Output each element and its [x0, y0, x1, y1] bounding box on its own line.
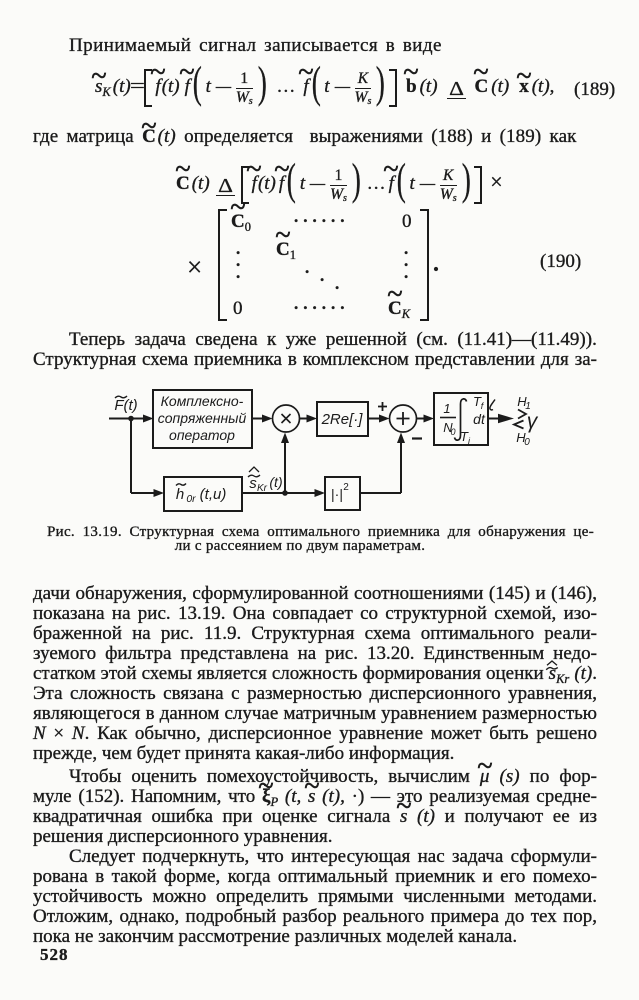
svg-text:1: 1: [525, 401, 531, 412]
svg-text:N: N: [443, 420, 453, 435]
svg-text:γ: γ: [527, 410, 539, 433]
svg-text:h: h: [176, 486, 184, 503]
svg-text:2Re[·]: 2Re[·]: [321, 411, 364, 428]
svg-text:s: s: [249, 475, 257, 492]
svg-text:T: T: [473, 394, 482, 409]
svg-text:f: f: [481, 401, 485, 411]
svg-text:(t,u): (t,u): [200, 486, 227, 503]
svg-text:сопряженный: сопряженный: [158, 410, 247, 426]
svg-text:i: i: [468, 436, 471, 446]
svg-text:оператор: оператор: [169, 427, 235, 443]
svg-text:H: H: [517, 394, 527, 409]
svg-text:Kr: Kr: [257, 483, 268, 494]
svg-text:2: 2: [343, 482, 349, 493]
svg-text:(t): (t): [269, 474, 282, 490]
svg-text:F(t): F(t): [114, 397, 137, 414]
svg-text:0: 0: [524, 437, 530, 448]
svg-text:1: 1: [443, 401, 450, 416]
svg-text:T: T: [460, 429, 469, 444]
svg-text:Комплексно-: Комплексно-: [161, 393, 244, 409]
svg-text:dt: dt: [473, 411, 486, 427]
svg-text:0r: 0r: [186, 493, 196, 505]
svg-text:0: 0: [450, 427, 455, 437]
svg-text:H: H: [516, 430, 526, 445]
svg-text:|·|: |·|: [331, 486, 343, 502]
